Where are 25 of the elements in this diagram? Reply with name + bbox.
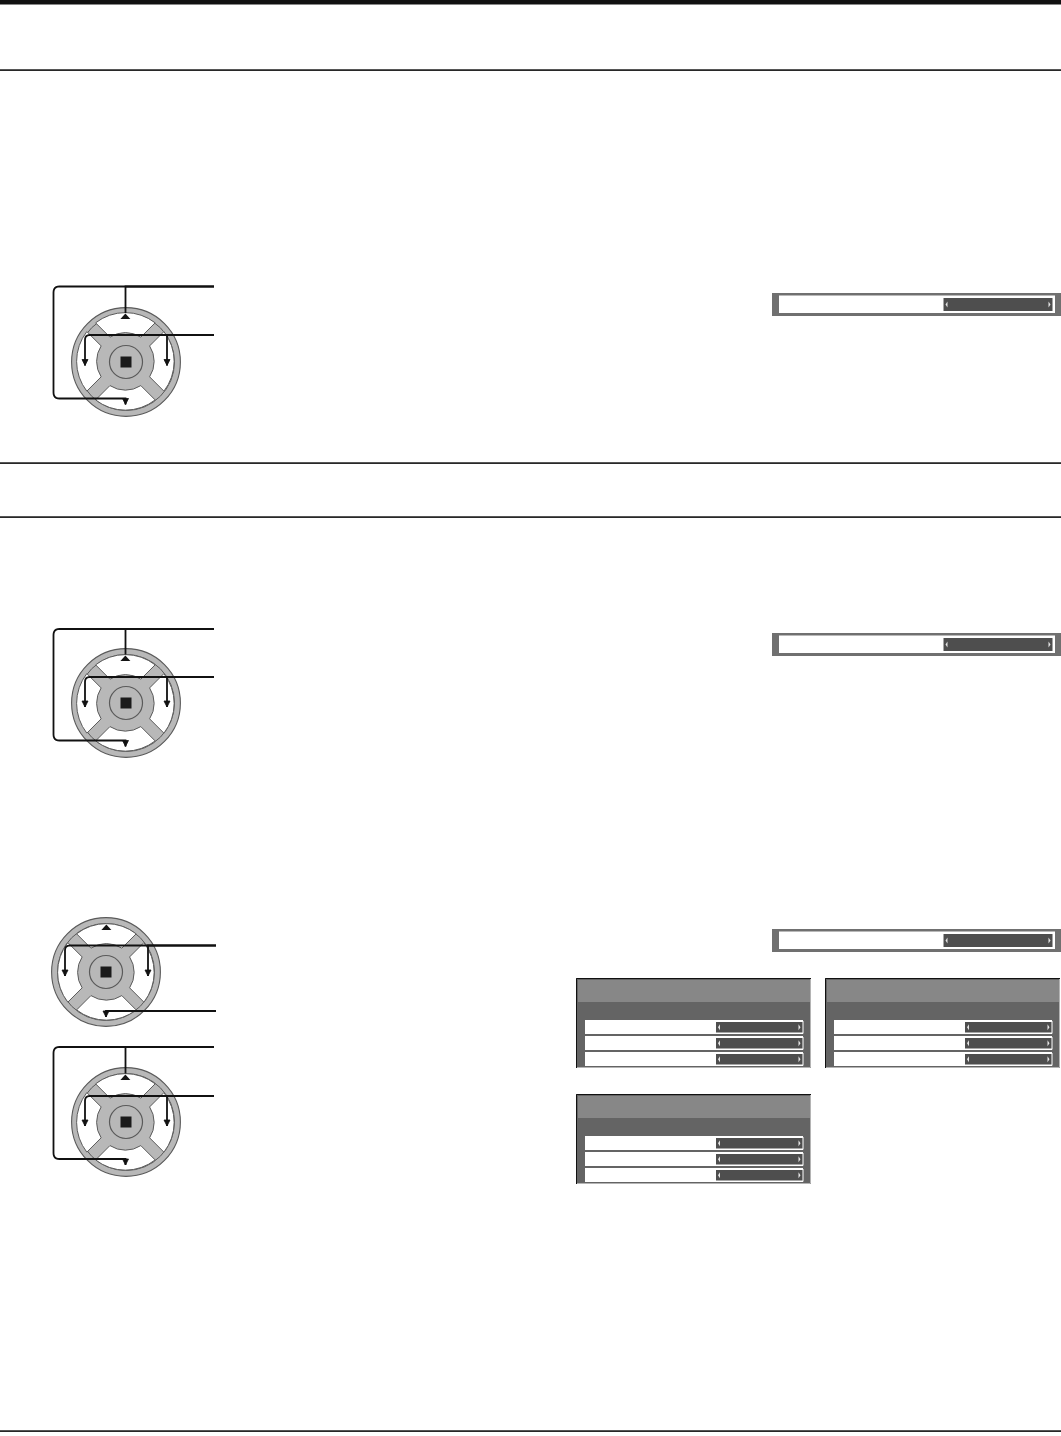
leader-line	[52, 1046, 215, 1166]
down-key	[75, 995, 137, 1022]
right-key	[148, 1091, 175, 1153]
down-key	[95, 1145, 156, 1172]
direction-pad	[70, 648, 181, 758]
up-key	[75, 922, 137, 949]
up-key	[95, 1072, 156, 1099]
left-key	[56, 941, 83, 1003]
direction-pad	[51, 917, 161, 1027]
left-key	[76, 1091, 103, 1153]
leader-line	[144, 944, 217, 977]
down-key	[95, 384, 156, 411]
leader-line	[52, 628, 215, 748]
right-key	[148, 672, 175, 734]
down-key	[95, 726, 156, 753]
left-key	[76, 331, 103, 392]
right-key	[129, 941, 156, 1003]
direction-pad	[70, 1067, 181, 1177]
right-key	[148, 331, 175, 392]
up-key	[95, 312, 156, 339]
up-key	[95, 653, 156, 680]
left-key	[76, 672, 103, 734]
leader-line	[102, 1010, 217, 1018]
leader-line	[52, 285, 215, 406]
direction-pad	[70, 306, 181, 417]
